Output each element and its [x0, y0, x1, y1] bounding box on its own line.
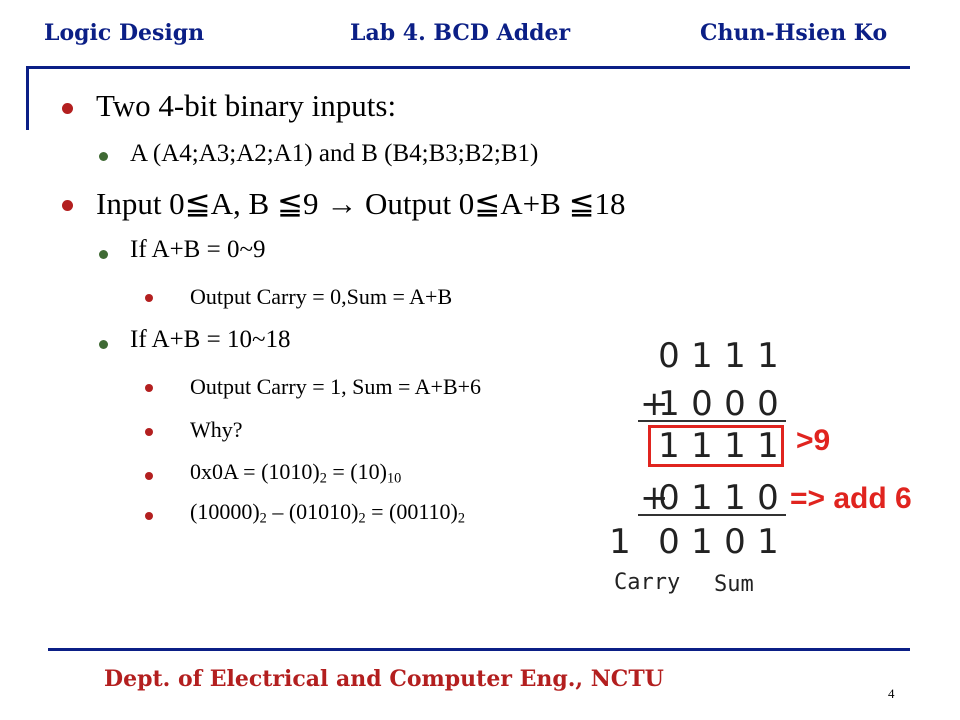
footer-department: Dept. of Electrical and Computer Eng., N… — [104, 666, 664, 692]
operand-b-digit: 0 — [724, 384, 746, 424]
bullet-dot-icon — [145, 472, 153, 480]
partial-sum-digit: 1 — [757, 426, 779, 466]
bullet-dot-icon — [99, 250, 108, 259]
bullet-dot-icon — [99, 152, 108, 161]
operand-b-digit: 1 — [658, 384, 680, 424]
correction-digit: 0 — [757, 478, 779, 518]
result-sum-digit: 0 — [658, 522, 680, 562]
result-sum-digit: 1 — [757, 522, 779, 562]
operand-a-digit: 1 — [691, 336, 713, 376]
operand-b-digit: 0 — [757, 384, 779, 424]
bullet-case-0-9-output: Output Carry = 0,Sum = A+B — [190, 284, 453, 309]
bullet-binary-subtraction: (10000)2 – (01010)2 = (00110)2 — [190, 499, 466, 527]
partial-sum-digit: 1 — [691, 426, 713, 466]
operand-a-digit: 0 — [658, 336, 680, 376]
correction-digit: 0 — [658, 478, 680, 518]
bullet-dot-icon — [62, 200, 73, 211]
bullet-dot-icon — [145, 428, 153, 436]
result-sum-digit: 0 — [724, 522, 746, 562]
bullet-dot-icon — [99, 340, 108, 349]
correction-digit: 1 — [724, 478, 746, 518]
operand-a-digit: 1 — [724, 336, 746, 376]
bullet-hex-conversion: 0x0A = (1010)2 = (10)10 — [190, 459, 402, 487]
top-left-bracket — [26, 66, 29, 130]
add-6-note: => add 6 — [790, 482, 912, 515]
bottom-divider — [48, 648, 910, 651]
bullet-dot-icon — [145, 294, 153, 302]
bullet-case-10-18: If A+B = 10~18 — [130, 326, 291, 353]
bullet-two-inputs: Two 4-bit binary inputs: — [96, 88, 397, 123]
operand-b-digit: 0 — [691, 384, 713, 424]
bullet-why: Why? — [190, 417, 243, 442]
sum-label: Sum — [714, 572, 754, 597]
partial-sum-digit: 1 — [724, 426, 746, 466]
result-carry-digit: 1 — [609, 522, 631, 562]
bullet-dot-icon — [62, 103, 73, 114]
bullet-dot-icon — [145, 512, 153, 520]
page-number: 4 — [888, 686, 895, 701]
correction-digit: 1 — [691, 478, 713, 518]
bullet-case-0-9: If A+B = 0~9 — [130, 236, 266, 263]
carry-label: Carry — [614, 570, 681, 595]
plus-sign: + — [640, 384, 669, 424]
result-sum-digit: 1 — [691, 522, 713, 562]
header-course: Logic Design — [44, 20, 205, 46]
invalid-bcd-highlight-box — [648, 425, 784, 467]
bullet-input-output-range: Input 0≦A, B ≦9 → Output 0≦A+B ≦18 — [96, 186, 626, 221]
header-lab-title: Lab 4. BCD Adder — [350, 20, 571, 46]
sum-line — [638, 420, 786, 422]
bullet-case-10-18-output: Output Carry = 1, Sum = A+B+6 — [190, 374, 482, 399]
plus-sign: + — [640, 478, 669, 518]
partial-sum-digit: 1 — [658, 426, 680, 466]
operand-a-digit: 1 — [757, 336, 779, 376]
bullet-dot-icon — [145, 384, 153, 392]
greater-than-9-note: >9 — [796, 424, 831, 457]
header-author: Chun-Hsien Ko — [700, 20, 888, 46]
top-divider — [26, 66, 910, 69]
result-line — [638, 514, 786, 516]
bullet-input-names: A (A4;A3;A2;A1) and B (B4;B3;B2;B1) — [130, 140, 539, 167]
